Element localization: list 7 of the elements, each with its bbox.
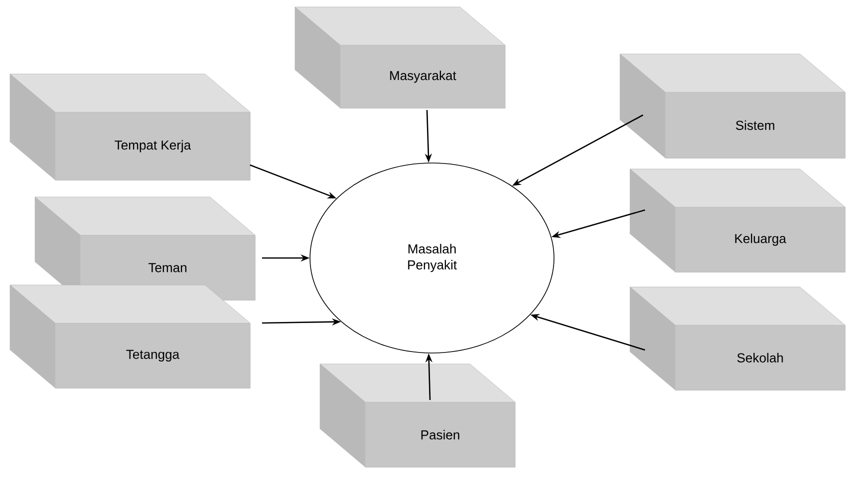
cube-box: Tempat Kerja — [10, 74, 250, 180]
cube-box: Pasien — [320, 364, 516, 468]
cube-box: Sistem — [620, 54, 846, 158]
cube-box: Masyarakat — [294, 6, 506, 108]
cube-box: Keluarga — [630, 168, 846, 272]
cube-box: Tetangga — [10, 284, 250, 388]
cube-box: Sekolah — [630, 286, 846, 390]
